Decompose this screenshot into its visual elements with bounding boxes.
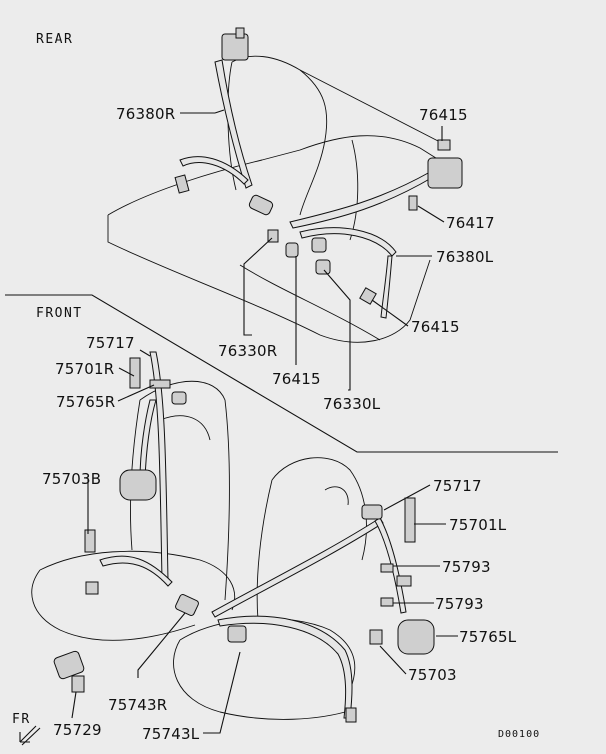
part-label: 75765R	[56, 393, 115, 411]
rear-front-divider	[5, 294, 558, 453]
part-label: 75765L	[459, 628, 517, 646]
part-label: 76415	[419, 106, 468, 124]
section-label-rear: REAR	[36, 32, 73, 47]
front-belt-left	[211, 497, 435, 723]
diagram-code: D00100	[498, 729, 540, 740]
part-label: 75729	[53, 721, 102, 739]
part-label: 76415	[272, 370, 321, 388]
section-label-front: FRONT	[36, 306, 83, 321]
part-label: 76330L	[323, 395, 381, 413]
part-label: 75703	[408, 666, 457, 684]
part-label: 75703B	[42, 470, 101, 488]
part-label: 75717	[433, 477, 482, 495]
part-label: 75717	[86, 334, 135, 352]
front-seat-right	[31, 380, 236, 641]
front-direction-label: FR	[12, 712, 31, 727]
part-label: 75743L	[142, 725, 200, 743]
part-label: 76415	[411, 318, 460, 336]
part-label: 75793	[442, 558, 491, 576]
part-label: 76330R	[218, 342, 277, 360]
part-label: 75701R	[55, 360, 114, 378]
part-label: 76380L	[436, 248, 494, 266]
front-belt-right	[84, 351, 199, 616]
part-label: 75793	[435, 595, 484, 613]
buckle-part	[53, 650, 85, 693]
part-label: 75743R	[108, 696, 167, 714]
part-label: 76380R	[116, 105, 175, 123]
rear-belt-left	[267, 139, 463, 319]
front-seat-left	[173, 457, 367, 720]
part-label: 75701L	[449, 516, 507, 534]
rear-seat	[107, 55, 456, 343]
rear-belt-right	[174, 27, 274, 216]
leader-lines	[71, 109, 458, 734]
part-label: 76417	[446, 214, 495, 232]
front-direction-arrow	[19, 725, 41, 746]
